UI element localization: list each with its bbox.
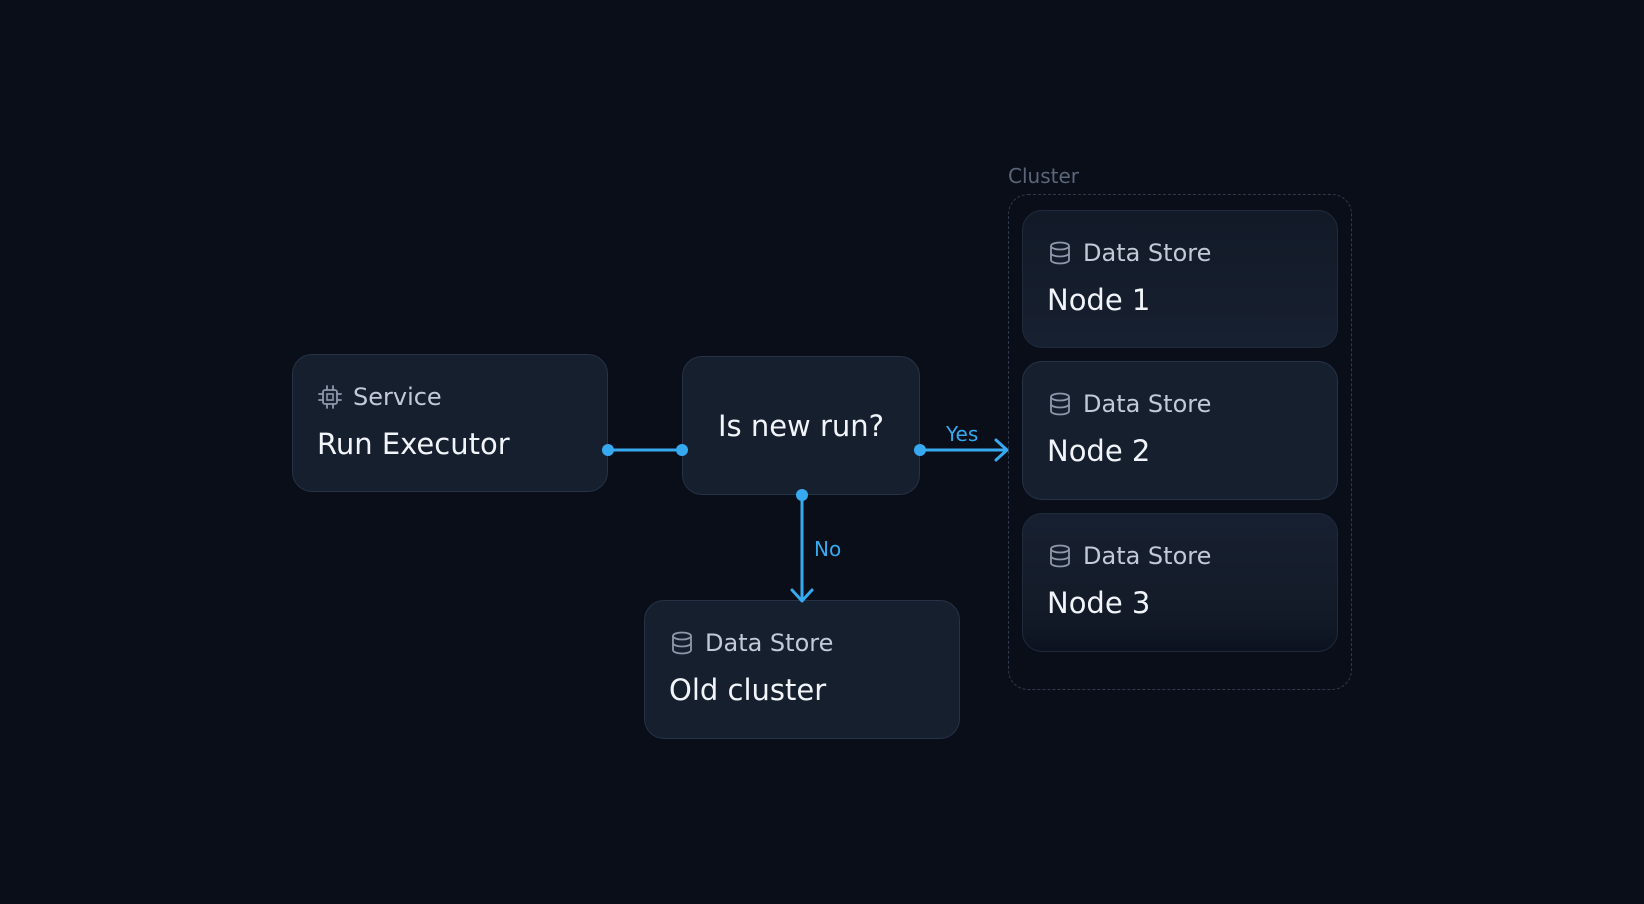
edge-decision-yes[interactable]: [914, 438, 1009, 462]
database-icon: [1050, 544, 1070, 568]
database-icon: [1050, 392, 1070, 416]
node-kind-label: Service: [353, 383, 442, 411]
node-title: Run Executor: [317, 427, 510, 461]
edge-executor-to-decision[interactable]: [602, 444, 688, 456]
run-executor-node[interactable]: Service Run Executor: [292, 354, 608, 492]
node-title: Node 2: [1047, 434, 1151, 468]
node-1[interactable]: Data Store Node 1: [1022, 210, 1338, 348]
cluster-label: Cluster: [1008, 164, 1079, 188]
database-icon: [672, 631, 692, 655]
cpu-chip-icon: [318, 385, 342, 409]
decision-question: Is new run?: [717, 408, 885, 443]
node-kind-label: Data Store: [1083, 239, 1212, 267]
database-icon: [1050, 241, 1070, 265]
node-kind: Data Store: [669, 629, 833, 657]
decision-node[interactable]: Is new run?: [682, 356, 920, 495]
node-kind: Service: [317, 383, 442, 411]
edge-decision-no[interactable]: [790, 489, 814, 603]
node-3[interactable]: Data Store Node 3: [1022, 513, 1338, 652]
edge-label-yes: Yes: [946, 422, 979, 446]
node-kind: Data Store: [1047, 390, 1211, 418]
edge-label-no: No: [814, 537, 842, 561]
node-kind-label: Data Store: [705, 629, 834, 657]
node-2[interactable]: Data Store Node 2: [1022, 361, 1338, 500]
node-title: Node 3: [1047, 586, 1151, 620]
old-cluster-node[interactable]: Data Store Old cluster: [644, 600, 960, 739]
node-kind: Data Store: [1047, 239, 1211, 267]
node-title: Old cluster: [669, 673, 827, 707]
node-kind-label: Data Store: [1083, 390, 1212, 418]
node-title: Node 1: [1047, 283, 1151, 317]
node-kind: Data Store: [1047, 542, 1211, 570]
node-kind-label: Data Store: [1083, 542, 1212, 570]
cluster-group: [1008, 194, 1352, 690]
